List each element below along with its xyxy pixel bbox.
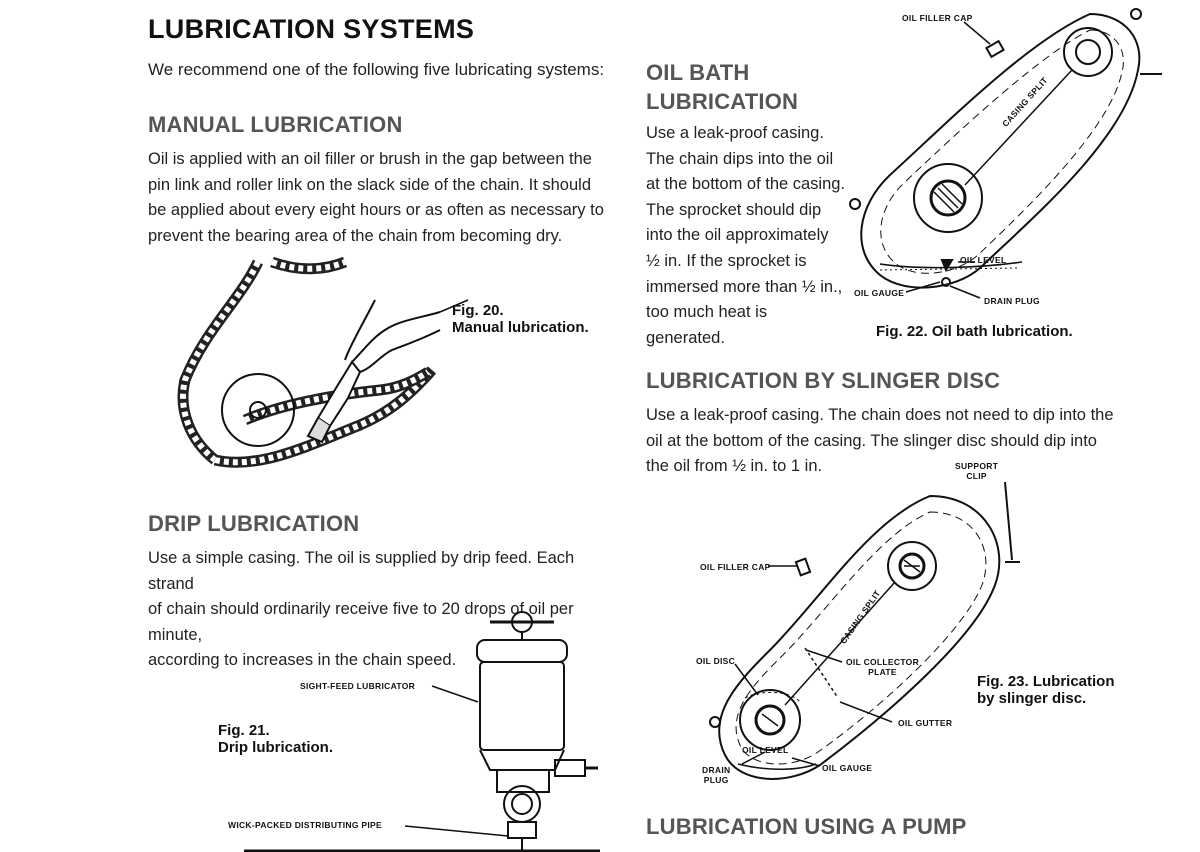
- fig23-line1: Fig. 23. Lubrication: [977, 673, 1115, 690]
- drip-line: of chain should ordinarily receive five …: [148, 600, 574, 644]
- manual-body: Oil is applied with an oil filler or bru…: [148, 147, 618, 249]
- manual-line: pin link and roller link on the slack si…: [148, 175, 592, 194]
- oilbath-heading-line2: LUBRICATION: [646, 89, 799, 114]
- label-wick-pipe: WICK-PACKED DISTRIBUTING PIPE: [228, 820, 382, 830]
- label-oil-disc: OIL DISC: [696, 656, 736, 666]
- label-drain-line2: PLUG: [703, 775, 729, 785]
- page-title: LUBRICATION SYSTEMS: [148, 14, 475, 44]
- label-slinger-oil-filler-cap: OIL FILLER CAP: [700, 562, 771, 572]
- label-oil-level: OIL LEVEL: [960, 255, 1007, 265]
- fig22-caption: Fig. 22. Oil bath lubrication.: [876, 323, 1073, 340]
- label-collector-line1: OIL COLLECTOR: [846, 657, 920, 667]
- manual-line: Oil is applied with an oil filler or bru…: [148, 150, 592, 168]
- pump-heading: LUBRICATION USING A PUMP: [646, 814, 967, 839]
- label-oil-gutter: OIL GUTTER: [898, 718, 953, 728]
- manual-heading: MANUAL LUBRICATION: [148, 112, 403, 137]
- label-sight-feed-lubricator: SIGHT-FEED LUBRICATOR: [300, 681, 416, 691]
- drip-line: Use a simple casing. The oil is supplied…: [148, 549, 575, 593]
- drip-body: Use a simple casing. The oil is supplied…: [148, 546, 618, 674]
- slinger-heading: LUBRICATION BY SLINGER DISC: [646, 368, 1001, 393]
- label-slinger-drain-plug: DRAIN PLUG: [702, 765, 730, 785]
- oilbath-line: too much heat is generated.: [646, 303, 768, 347]
- drip-heading: DRIP LUBRICATION: [148, 511, 360, 536]
- manual-line: be applied about every eight hours or as…: [148, 201, 604, 220]
- oilbath-line: into the oil approximately: [646, 226, 829, 245]
- oilbath-body: Use a leak-proof casing. The chain dips …: [646, 121, 846, 351]
- slinger-body: Use a leak-proof casing. The chain does …: [646, 403, 1146, 480]
- oilbath-heading: OIL BATH LUBRICATION: [646, 58, 798, 116]
- oilbath-line: The chain dips into the oil: [646, 149, 834, 168]
- label-slinger-oil-level: OIL LEVEL: [742, 745, 789, 755]
- slinger-line: the oil from ½ in. to 1 in.: [646, 457, 823, 476]
- intro-text: We recommend one of the following five l…: [148, 60, 605, 79]
- oilbath-line: The sprocket should dip: [646, 200, 822, 219]
- label-slinger-oil-gauge: OIL GAUGE: [822, 763, 873, 773]
- fig21-title: Drip lubrication.: [218, 739, 334, 756]
- label-drain-line1: DRAIN: [702, 765, 731, 775]
- slinger-line: Use a leak-proof casing. The chain does …: [646, 406, 1114, 424]
- fig20-title: Manual lubrication.: [452, 319, 589, 336]
- label-collector-line2: PLATE: [868, 667, 897, 677]
- label-support-clip: SUPPORT CLIP: [955, 461, 998, 481]
- label-support-clip-line1: SUPPORT: [955, 461, 999, 471]
- label-drain-plug: DRAIN PLUG: [984, 296, 1040, 306]
- label-oil-gauge: OIL GAUGE: [854, 288, 905, 298]
- slinger-line: oil at the bottom of the casing. The sli…: [646, 431, 1097, 450]
- oilbath-line: immersed more than ½ in.,: [646, 277, 843, 296]
- fig20-number: Fig. 20.: [452, 302, 504, 319]
- oilbath-line: at the bottom of the casing.: [646, 175, 846, 194]
- manual-line: prevent the bearing area of the chain fr…: [148, 226, 563, 245]
- drip-line: according to increases in the chain spee…: [148, 651, 457, 670]
- oilbath-line: ½ in. If the sprocket is: [646, 251, 807, 270]
- fig23-caption: Fig. 23. Lubrication by slinger disc.: [977, 673, 1115, 707]
- fig21-number: Fig. 21.: [218, 722, 270, 739]
- oilbath-line: Use a leak-proof casing.: [646, 124, 824, 142]
- label-oil-collector-plate: OIL COLLECTOR PLATE: [846, 657, 919, 677]
- label-oil-filler-cap: OIL FILLER CAP: [902, 13, 973, 23]
- fig23-line2: by slinger disc.: [977, 690, 1087, 707]
- oilbath-heading-line1: OIL BATH: [646, 60, 750, 85]
- label-support-clip-line2: CLIP: [966, 471, 987, 481]
